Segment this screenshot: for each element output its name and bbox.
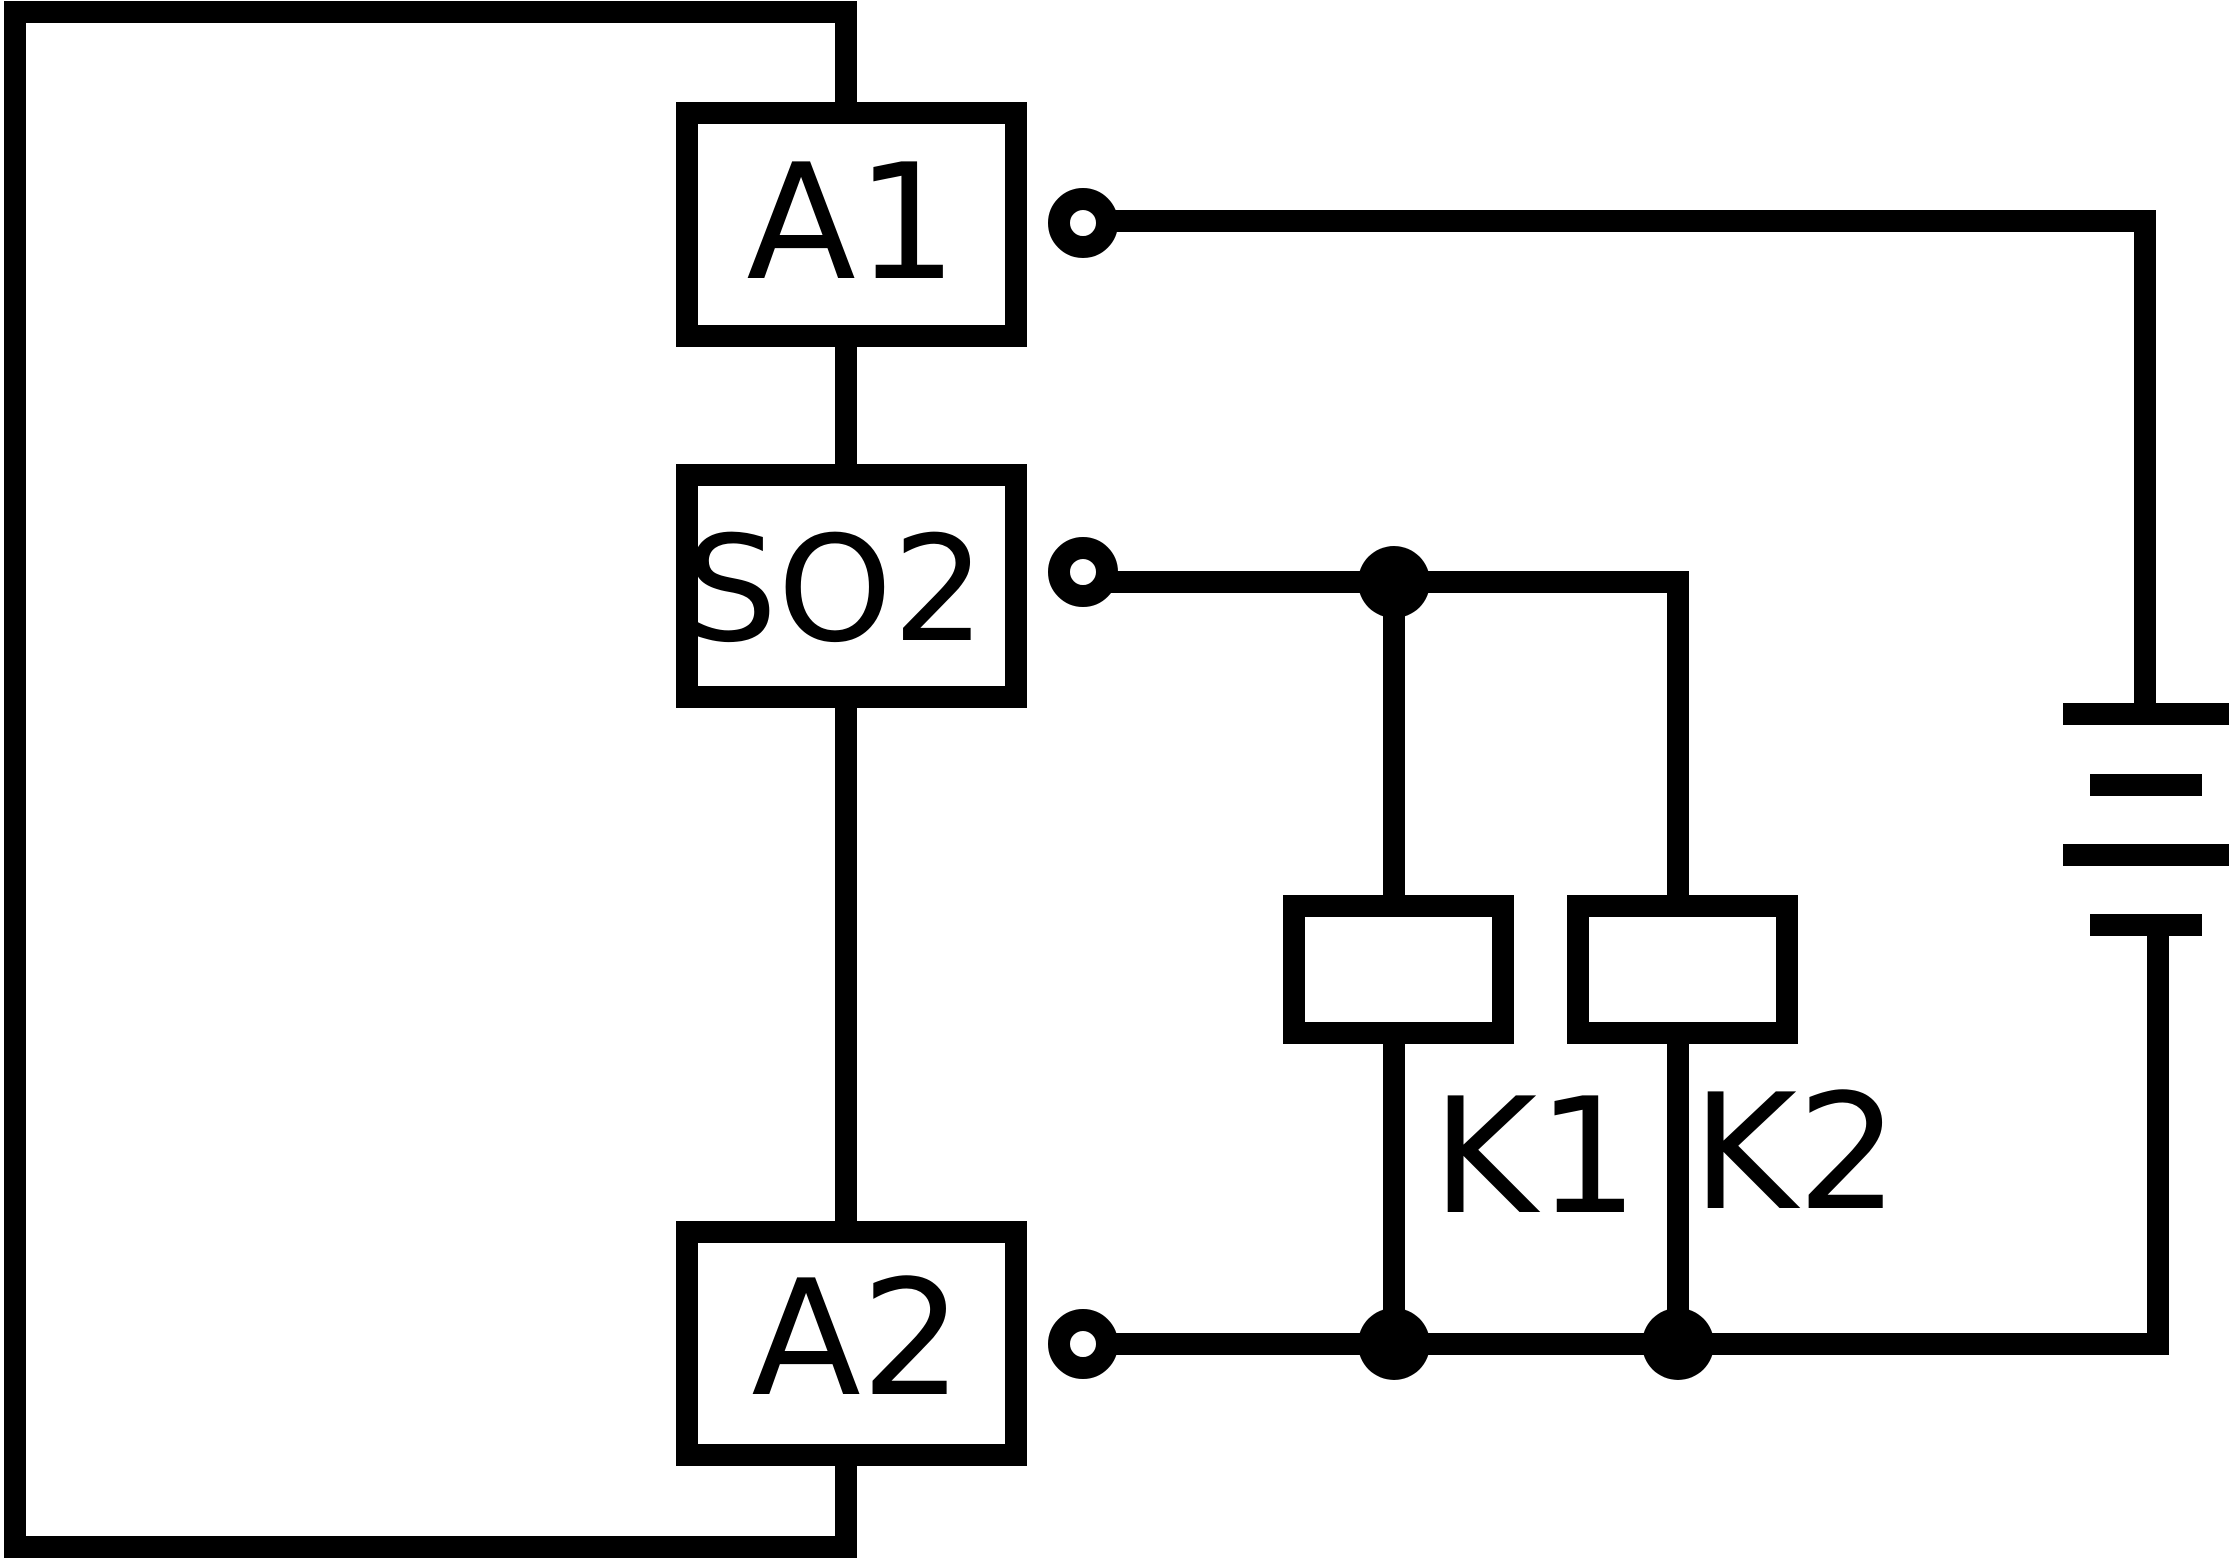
- label-k2: K2: [1692, 1059, 1899, 1246]
- junction-dot-k1: [1358, 1308, 1430, 1380]
- label-a2: A2: [751, 1245, 962, 1432]
- wire-a2-battery: [1097, 930, 2169, 1355]
- junction-dot-so2: [1358, 546, 1430, 618]
- relay-k2-coil: [1567, 895, 1798, 1044]
- junction-dot-k2: [1642, 1308, 1714, 1380]
- left-loop-wire: [4, 1, 857, 1558]
- label-k1: K1: [1432, 1063, 1639, 1250]
- relay-k1-coil: [1283, 895, 1514, 1044]
- label-so2: SO2: [685, 505, 985, 675]
- terminal-a2-box: [676, 1221, 1027, 1466]
- wire-junction-k2: [1383, 571, 1689, 907]
- label-a1: A1: [746, 129, 957, 316]
- wire-a1-battery: [1097, 210, 2156, 719]
